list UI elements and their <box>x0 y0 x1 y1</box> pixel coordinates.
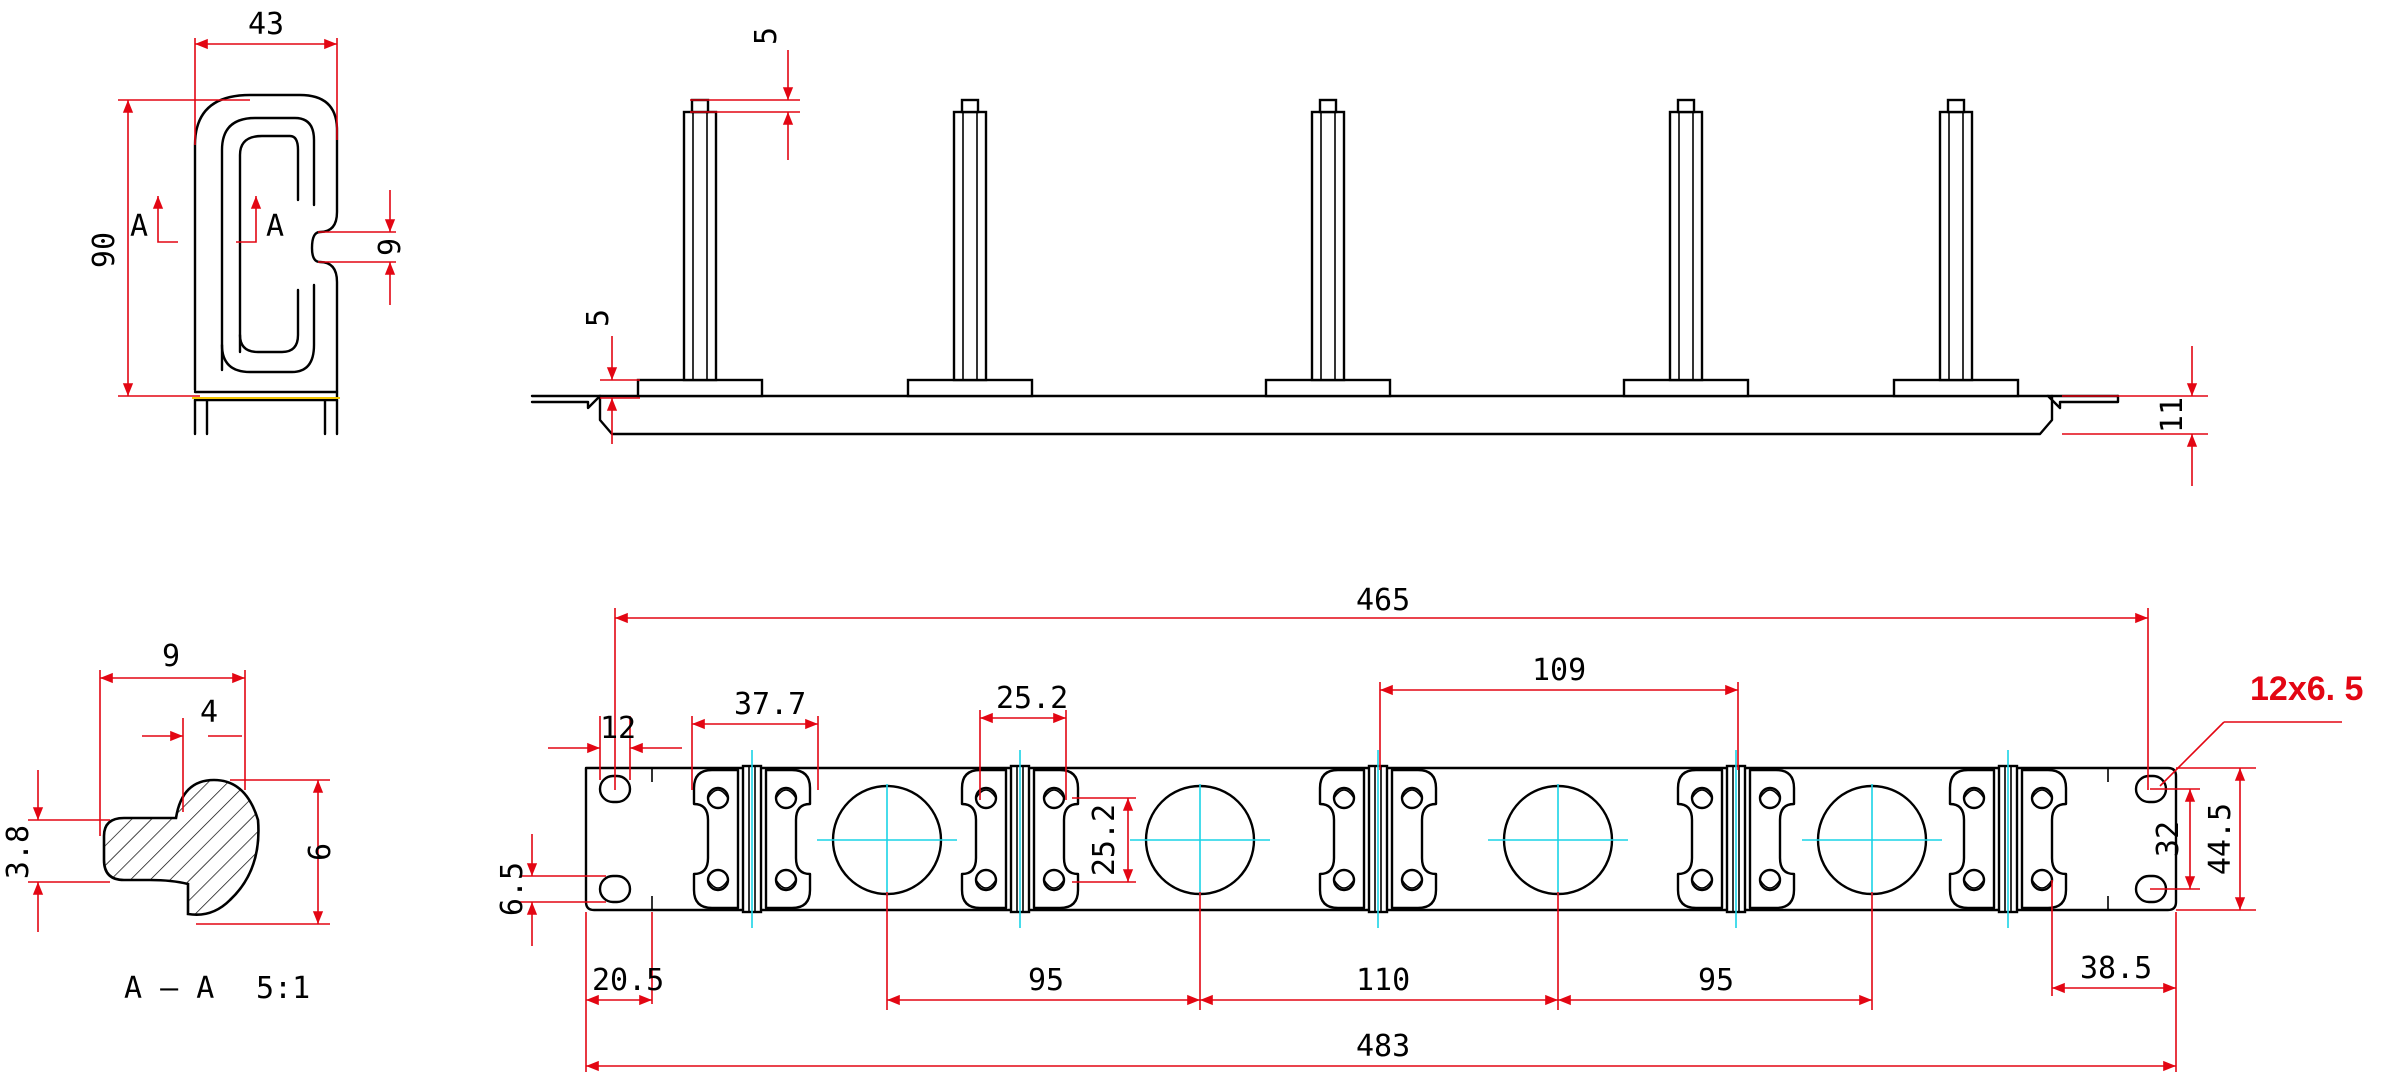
section-marker-right: A <box>266 209 284 244</box>
cable-hole-4 <box>1802 784 1942 896</box>
bracket-3 <box>1318 750 1438 928</box>
side-view: 5 5 11 <box>530 27 2208 486</box>
peg-1 <box>636 98 764 398</box>
bracket-2 <box>960 750 1080 928</box>
hole-spacing-3-label: 95 <box>1698 963 1734 998</box>
bracket-pitch-vertical-label: 25.2 <box>1087 804 1122 876</box>
bracket-1 <box>692 750 812 928</box>
peg-4 <box>1622 98 1750 398</box>
hole-spacing-1-label: 95 <box>1028 963 1064 998</box>
cable-hole-1 <box>817 784 957 896</box>
plan-view: 465 12 37.7 25.2 25.2 109 6.5 <box>495 583 2363 1072</box>
panel-height-label: 44.5 <box>2203 803 2238 875</box>
overall-width-label: 483 <box>1356 1029 1410 1064</box>
cable-hole-2 <box>1130 784 1270 896</box>
section-title: A — A <box>124 971 214 1006</box>
section-neck-label: 3.8 <box>1 825 36 879</box>
slot-width-label: 12 <box>600 711 636 746</box>
section-width-label: 9 <box>162 639 180 674</box>
section-marker-left: A <box>130 209 148 244</box>
center-span-label: 109 <box>1532 653 1586 688</box>
peg-2 <box>906 98 1034 398</box>
end-view-height-label: 90 <box>87 232 122 268</box>
section-view: 9 4 9 3.8 A — A 5:1 <box>1 639 335 1006</box>
section-height-label: 9 <box>300 843 335 861</box>
bracket-width-label: 37.7 <box>734 687 806 722</box>
peg-top-label: 5 <box>749 27 784 45</box>
hole-spacing-2-label: 110 <box>1356 963 1410 998</box>
rail-thickness-label: 11 <box>2155 397 2190 433</box>
bracket-5 <box>1948 750 2068 928</box>
peg-3 <box>1264 98 1392 398</box>
slot-pitch-label: 32 <box>2151 821 2186 857</box>
right-offset-label: 38.5 <box>2080 951 2152 986</box>
peg-base-label: 5 <box>581 309 616 327</box>
slot-height-label: 6.5 <box>495 862 530 916</box>
end-view: 43 90 6 A A <box>87 7 405 436</box>
peg-5 <box>1892 98 2020 398</box>
bracket-pitch-label: 25.2 <box>996 681 1068 716</box>
cable-hole-3 <box>1488 784 1628 896</box>
section-scale: 5:1 <box>256 971 310 1006</box>
bracket-4 <box>1676 750 1796 928</box>
end-view-width-label: 43 <box>248 7 284 42</box>
slot-callout: 12x6. 5 <box>2250 670 2363 708</box>
hole-span-label: 465 <box>1356 583 1410 618</box>
end-view-gap-label: 6 <box>370 238 405 256</box>
edge-offset-label: 20.5 <box>592 963 664 998</box>
section-head-label: 4 <box>200 695 218 730</box>
